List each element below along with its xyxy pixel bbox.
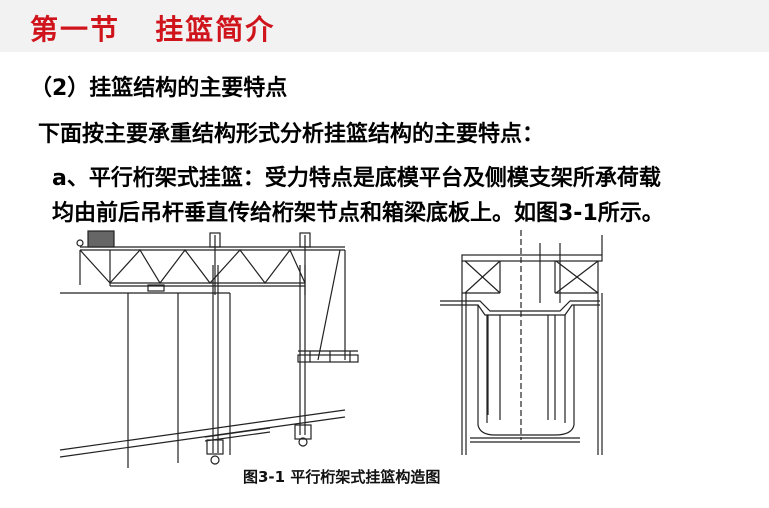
item-a-line-2: 均由前后吊杆垂直传给桁架节点和箱梁底板上。如图3-1所示。: [52, 201, 664, 226]
truss-elevation: [76, 230, 346, 361]
section-heading: （2）挂篮结构的主要特点: [30, 76, 288, 101]
box-girder-elevation: [59, 292, 346, 468]
front-work-platform: [297, 350, 359, 363]
page-title: 第一节 挂篮简介: [30, 13, 276, 46]
title-bar: 第一节 挂篮简介: [0, 0, 769, 52]
item-a-line-1: a、平行桁架式挂篮：受力特点是底模平台及侧模支架所承荷载: [52, 166, 661, 191]
cross-section: [440, 230, 603, 455]
truss-hanging-basket-drawing: [59, 230, 603, 468]
intro-text: 下面按主要承重结构形式分析挂篮结构的主要特点：: [38, 122, 545, 147]
figure-caption: 图3-1 平行桁架式挂篮构造图: [243, 468, 441, 486]
bottom-form-platform: [204, 427, 271, 442]
